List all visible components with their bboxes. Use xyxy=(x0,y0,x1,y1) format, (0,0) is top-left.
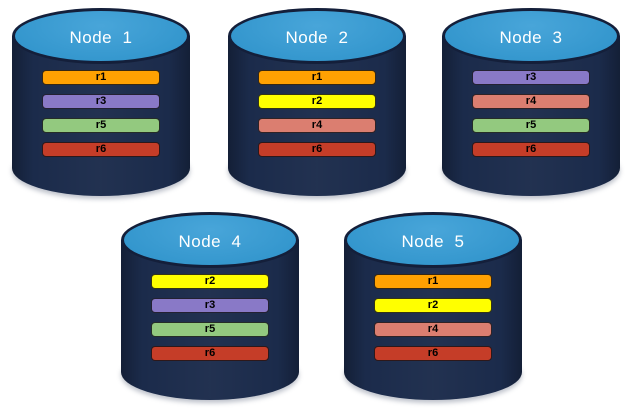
node-1-replica-r5: r5 xyxy=(42,118,160,133)
node-label: Node 4 xyxy=(178,232,242,251)
node-label: Node 2 xyxy=(285,28,349,47)
node-5: Node 5 r1 r2 r4 r6 xyxy=(344,212,522,400)
node-1-replica-r1: r1 xyxy=(42,70,160,85)
cylinder-top-face xyxy=(445,11,617,61)
node-5-replica-r2: r2 xyxy=(374,298,492,313)
node-1-replica-r3: r3 xyxy=(42,94,160,109)
replica-list: r1 r2 r4 r6 xyxy=(258,70,376,157)
node-2-replica-r1: r1 xyxy=(258,70,376,85)
node-label: Node 1 xyxy=(69,28,133,47)
cylinder-top-face xyxy=(231,11,403,61)
node-2-replica-r4: r4 xyxy=(258,118,376,133)
node-4-replica-r6: r6 xyxy=(151,346,269,361)
replica-list: r2 r3 r5 r6 xyxy=(151,274,269,361)
node-4: Node 4 r2 r3 r5 r6 xyxy=(121,212,299,400)
node-5-replica-r6: r6 xyxy=(374,346,492,361)
node-3: Node 3 r3 r4 r5 r6 xyxy=(442,8,620,196)
node-3-replica-r4: r4 xyxy=(472,94,590,109)
node-4-replica-r3: r3 xyxy=(151,298,269,313)
replica-list: r1 r3 r5 r6 xyxy=(42,70,160,157)
node-3-replica-r6: r6 xyxy=(472,142,590,157)
node-5-replica-r4: r4 xyxy=(374,322,492,337)
node-1: Node 1 r1 r3 r5 r6 xyxy=(12,8,190,196)
node-label: Node 5 xyxy=(401,232,465,251)
node-label: Node 3 xyxy=(499,28,563,47)
node-2-replica-r6: r6 xyxy=(258,142,376,157)
node-3-replica-r3: r3 xyxy=(472,70,590,85)
node-2: Node 2 r1 r2 r4 r6 xyxy=(228,8,406,196)
node-4-replica-r2: r2 xyxy=(151,274,269,289)
replica-list: r1 r2 r4 r6 xyxy=(374,274,492,361)
cylinder-top-face xyxy=(347,215,519,265)
cylinder-top-face xyxy=(124,215,296,265)
node-2-replica-r2: r2 xyxy=(258,94,376,109)
node-3-replica-r5: r5 xyxy=(472,118,590,133)
node-1-replica-r6: r6 xyxy=(42,142,160,157)
cylinder-top-face xyxy=(15,11,187,61)
replica-list: r3 r4 r5 r6 xyxy=(472,70,590,157)
node-5-replica-r1: r1 xyxy=(374,274,492,289)
node-4-replica-r5: r5 xyxy=(151,322,269,337)
